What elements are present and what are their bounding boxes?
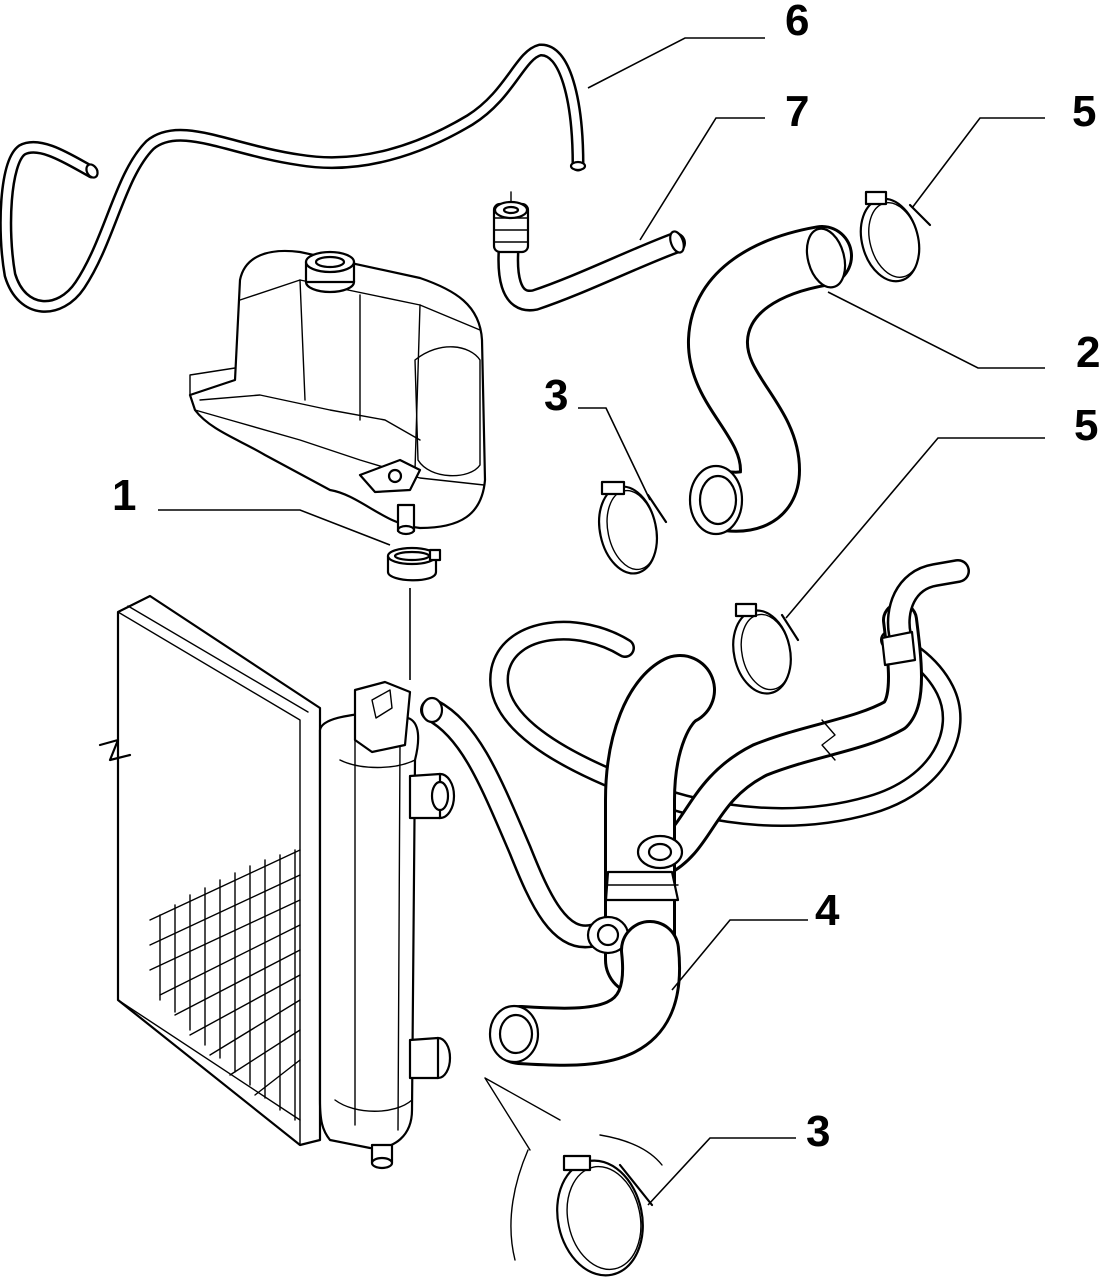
leader-lines xyxy=(158,37,1045,1206)
callout-6: 6 xyxy=(785,0,809,45)
callout-2: 2 xyxy=(1076,328,1100,377)
callout-5-lower: 5 xyxy=(1074,401,1098,450)
callout-5-upper: 5 xyxy=(1072,87,1096,136)
callouts: 6 7 5 2 5 3 1 4 3 xyxy=(112,0,1100,1156)
clamp-part-5-upper xyxy=(859,190,932,283)
radiator-core-mesh xyxy=(149,849,301,1121)
expansion-tank xyxy=(188,249,487,536)
clamp-part-3-lower xyxy=(484,1077,663,1277)
overflow-hose-part-6 xyxy=(0,43,587,313)
upper-hose-part-2 xyxy=(687,225,853,536)
elbow-hose-part-7 xyxy=(492,191,686,312)
radiator xyxy=(98,594,456,1170)
callout-1: 1 xyxy=(112,471,136,520)
clamp-part-5-lower xyxy=(732,602,800,695)
callout-3-lower: 3 xyxy=(806,1107,830,1156)
clamp-part-3-upper xyxy=(598,480,668,575)
callout-3-upper: 3 xyxy=(544,371,568,420)
callout-4: 4 xyxy=(815,886,840,935)
small-clamp-part-1 xyxy=(386,546,442,680)
hose-assembly-part-4 xyxy=(420,559,970,1067)
callout-7: 7 xyxy=(785,87,809,136)
